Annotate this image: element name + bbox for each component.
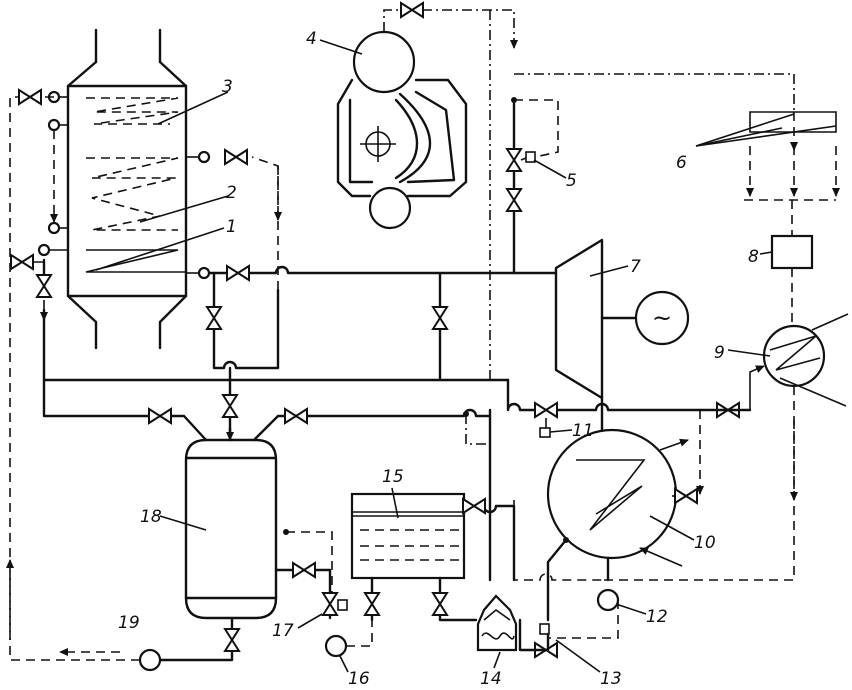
leader-lines [95, 39, 773, 673]
reactor-unit [336, 2, 518, 230]
label-2: 2 [226, 183, 237, 203]
tank-15 [350, 492, 516, 622]
label-15: 15 [382, 467, 404, 487]
reheat-steam-lines [5, 10, 795, 640]
label-12: 12 [646, 607, 668, 627]
heater-9 [604, 313, 849, 581]
pump-14 [476, 594, 518, 652]
label-14: 14 [480, 669, 502, 689]
label-13: 13 [600, 669, 622, 689]
label-8: 8 [748, 247, 759, 267]
steam-generator-column [37, 28, 211, 350]
label-10: 10 [694, 533, 716, 553]
label-3: 3 [222, 77, 233, 97]
label-11: 11 [572, 421, 594, 441]
item-labels: 1 2 3 4 5 6 7 8 9 10 11 12 13 14 15 16 1… [118, 29, 759, 689]
deaerator-18 [9, 426, 373, 672]
label-18: 18 [140, 507, 162, 527]
reheater-6 [695, 111, 840, 201]
extraction-piping [10, 254, 702, 582]
label-6: 6 [676, 153, 687, 173]
label-9: 9 [714, 343, 725, 363]
label-16: 16 [348, 669, 370, 689]
label-1: 1 [226, 217, 237, 237]
label-19: 19 [118, 613, 140, 633]
label-17: 17 [272, 621, 294, 641]
unit-8 [770, 200, 814, 330]
condenser-10 [513, 410, 704, 658]
main-steam-line [207, 97, 559, 382]
generator-symbol: ~ [652, 304, 672, 332]
label-4: 4 [306, 29, 317, 49]
turbine: ~ [554, 238, 690, 400]
label-7: 7 [630, 257, 641, 277]
label-5: 5 [566, 171, 577, 191]
